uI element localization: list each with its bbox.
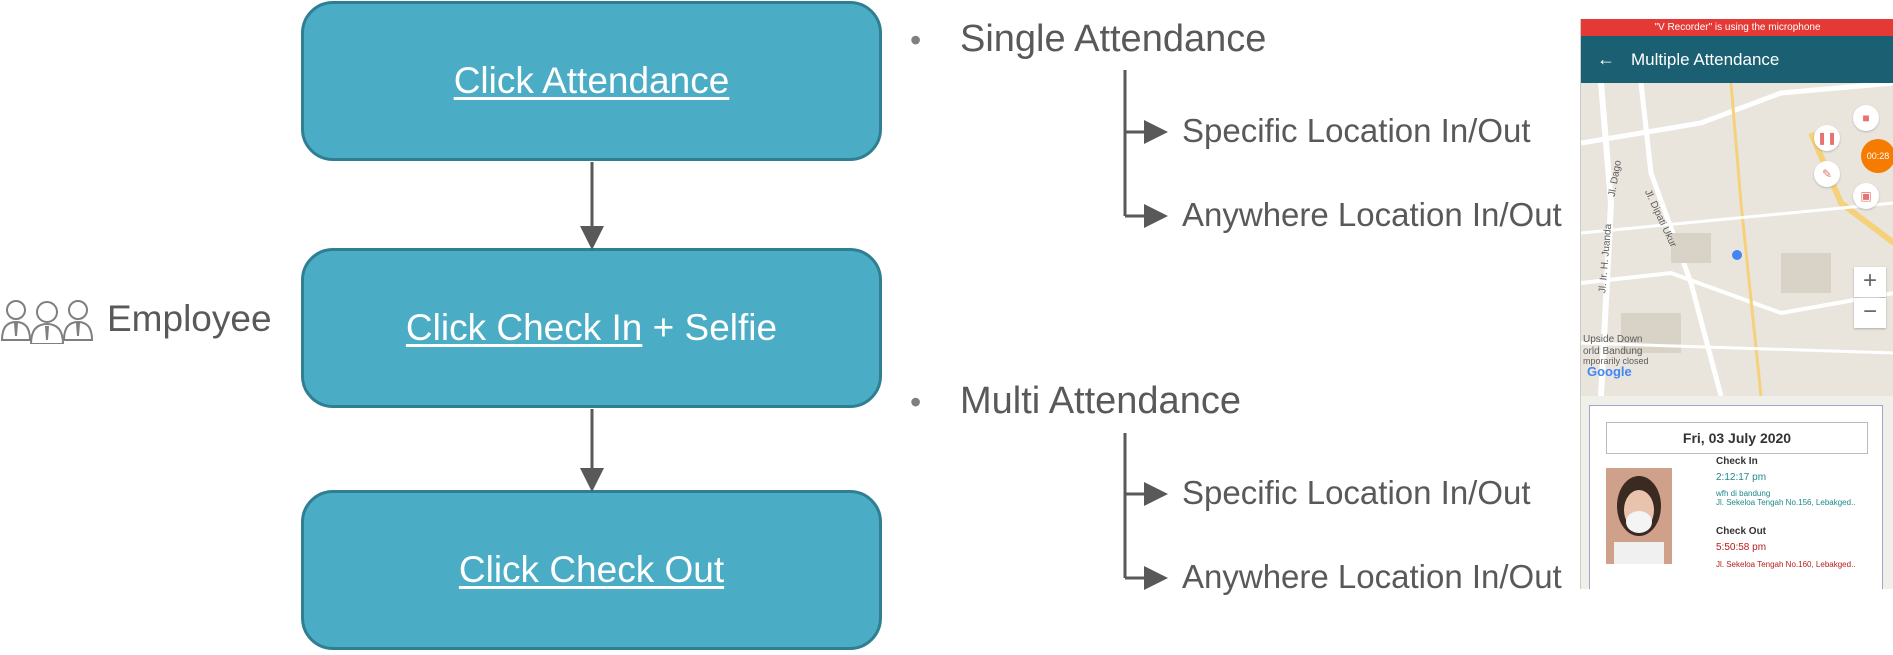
map-label-closed: mporarily closed	[1583, 356, 1649, 366]
single-specific-location: Specific Location In/Out	[1182, 112, 1531, 149]
selfie-photo	[1606, 468, 1672, 564]
phone-screenshot: "V Recorder" is using the microphone ← M…	[1580, 19, 1893, 589]
employee-label: Employee	[107, 298, 272, 339]
recording-timer[interactable]: 00:28	[1861, 139, 1893, 173]
check-in-time: 2:12:17 pm	[1716, 472, 1767, 483]
date-selector[interactable]: Fri, 03 July 2020	[1606, 422, 1868, 454]
recorder-banner: "V Recorder" is using the microphone	[1581, 19, 1893, 36]
map-label-upside-down: Upside Down	[1583, 334, 1643, 345]
back-arrow-icon[interactable]: ←	[1597, 49, 1615, 69]
app-title: Multiple Attendance	[1631, 49, 1780, 69]
multi-specific-location: Specific Location In/Out	[1182, 474, 1531, 511]
click-check-in-link[interactable]: Click Check In	[405, 307, 643, 348]
click-check-out-link[interactable]: Click Check Out	[458, 549, 725, 590]
stop-record-icon[interactable]: ■	[1853, 105, 1879, 131]
flow-box-check-in: Click Check In + Selfie	[301, 248, 882, 408]
bullet-multi: •	[910, 384, 922, 420]
check-in-note: wfh di bandung	[1716, 489, 1771, 498]
pause-record-icon[interactable]: ❚❚	[1814, 125, 1840, 151]
multi-anywhere-location: Anywhere Location In/Out	[1182, 558, 1562, 595]
selfie-text: + Selfie	[642, 307, 778, 348]
check-out-address: Jl. Sekeloa Tengah No.160, Lebakged..	[1716, 560, 1856, 569]
check-out-label: Check Out	[1716, 526, 1767, 537]
app-bar: ← Multiple Attendance	[1581, 36, 1893, 83]
flow-box-check-out: Click Check Out	[301, 490, 882, 650]
employee-group-icon	[0, 300, 94, 344]
map-label-world-bandung: orld Bandung	[1583, 346, 1643, 357]
check-out-time: 5:50:58 pm	[1716, 542, 1767, 553]
check-in-label: Check In	[1716, 456, 1758, 467]
single-anywhere-location: Anywhere Location In/Out	[1182, 196, 1562, 233]
brush-icon[interactable]: ✎	[1814, 161, 1840, 187]
zoom-out-button[interactable]: −	[1854, 298, 1886, 328]
single-attendance-title: Single Attendance	[960, 18, 1267, 60]
multi-attendance-title: Multi Attendance	[960, 380, 1241, 422]
selfie-image	[1606, 468, 1672, 564]
flow-box-attendance: Click Attendance	[301, 1, 882, 161]
bullet-single: •	[910, 22, 922, 58]
map-roads	[1581, 83, 1893, 396]
toolbox-icon[interactable]: ▣	[1853, 183, 1879, 209]
attendance-card: Fri, 03 July 2020 Check In 2:12:17 pm wf…	[1589, 405, 1883, 589]
map-view[interactable]: Jl. Dago Jl. Dipati Ukur Jl. Ir. H. Juan…	[1581, 83, 1893, 396]
zoom-in-button[interactable]: +	[1854, 267, 1886, 297]
google-logo: Google	[1587, 364, 1632, 379]
check-in-address: Jl. Sekeloa Tengah No.156, Lebakged..	[1716, 498, 1856, 507]
click-attendance-link[interactable]: Click Attendance	[453, 60, 730, 101]
